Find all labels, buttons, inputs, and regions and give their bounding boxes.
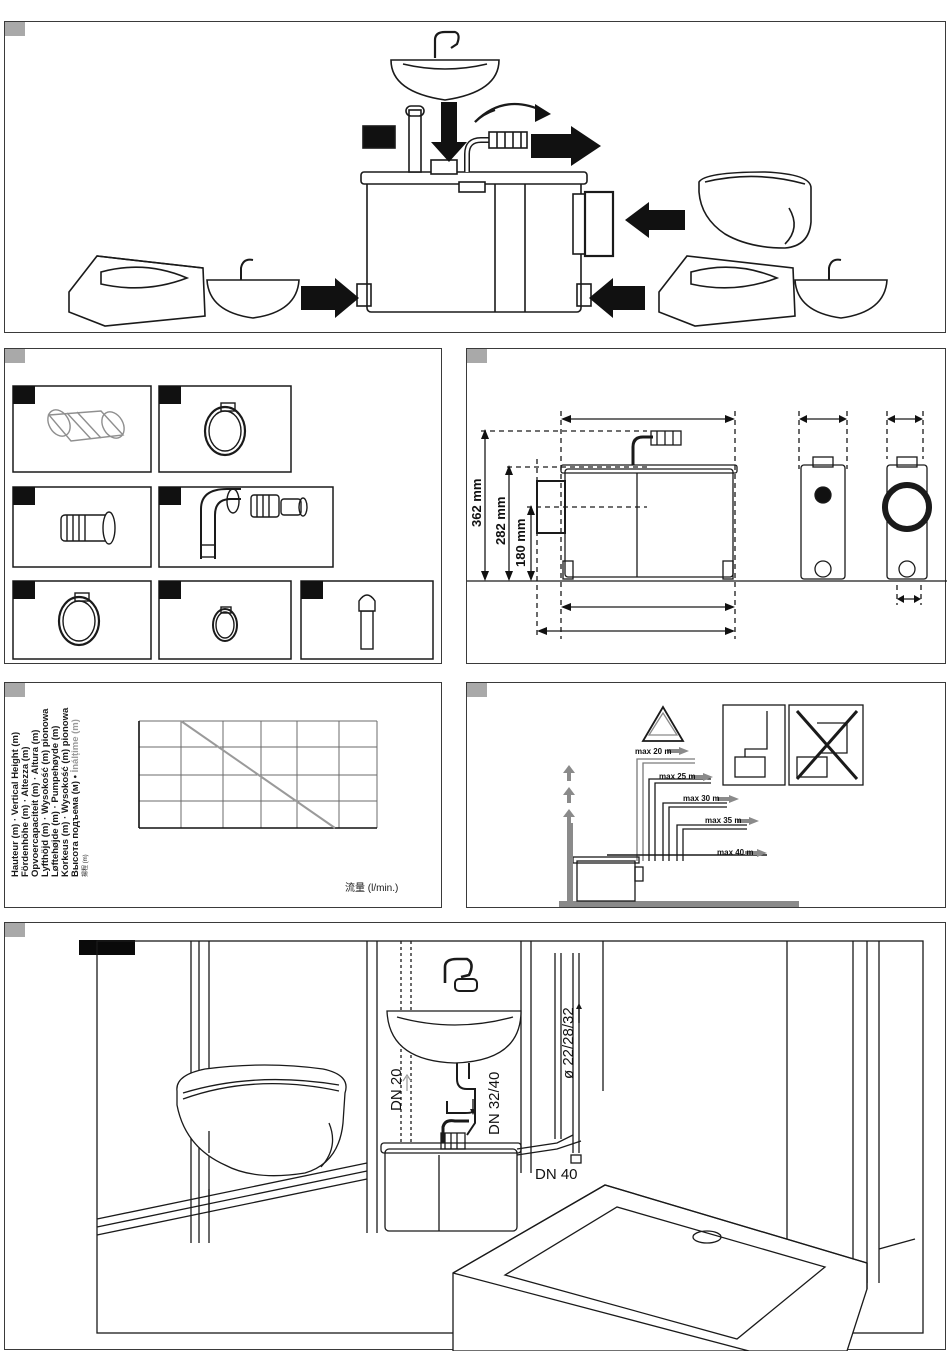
figure-tag bbox=[5, 683, 25, 697]
x-axis-label: 流量 (l/min.) bbox=[345, 883, 399, 894]
distance-30-label: max 30 m bbox=[683, 794, 719, 803]
installation-panel: DN 20 DN 32/40 ø 22/28/32 DN 40 bbox=[4, 922, 946, 1351]
figure-tag bbox=[467, 683, 487, 697]
parts-panel bbox=[4, 348, 442, 664]
distance-25-label: max 25 m bbox=[659, 772, 695, 781]
pipe-diameter-label: ø 22/28/32 bbox=[560, 1007, 577, 1079]
overview-illustration bbox=[68, 30, 888, 327]
installation-illustration: DN 20 DN 32/40 ø 22/28/32 DN 40 bbox=[96, 940, 924, 1351]
distance-40-label: max 40 m bbox=[717, 848, 753, 857]
figure-tag bbox=[467, 349, 487, 363]
distance-35-label: max 35 m bbox=[705, 816, 741, 825]
pump-curve-chart bbox=[138, 720, 378, 829]
pipe-dn3240-label: DN 32/40 bbox=[486, 1072, 503, 1135]
dimensions-illustration: 362 mm 282 mm 180 mm bbox=[467, 411, 947, 639]
pipe-dn40-label: DN 40 bbox=[535, 1166, 578, 1183]
figure-tag bbox=[5, 923, 25, 937]
pump-curve-panel: Hauteur (m) · Vertical Height (m) Förden… bbox=[4, 682, 442, 908]
height-362-label: 362 mm bbox=[469, 479, 484, 527]
overview-panel bbox=[4, 21, 946, 333]
pipe-dn20-label: DN 20 bbox=[388, 1068, 405, 1111]
figure-tag bbox=[5, 22, 25, 36]
height-282-label: 282 mm bbox=[493, 497, 508, 545]
distance-20-label: max 20 m bbox=[635, 747, 671, 756]
height-180-label: 180 mm bbox=[513, 519, 528, 567]
distances-panel: max 20 m max 25 m max 30 m max 35 m max … bbox=[466, 682, 946, 908]
label-tab bbox=[79, 940, 135, 955]
figure-tag bbox=[5, 349, 25, 363]
dimensions-panel: 362 mm 282 mm 180 mm bbox=[466, 348, 947, 664]
parts-illustration bbox=[12, 385, 434, 660]
distances-illustration: max 20 m max 25 m max 30 m max 35 m max … bbox=[559, 704, 864, 907]
